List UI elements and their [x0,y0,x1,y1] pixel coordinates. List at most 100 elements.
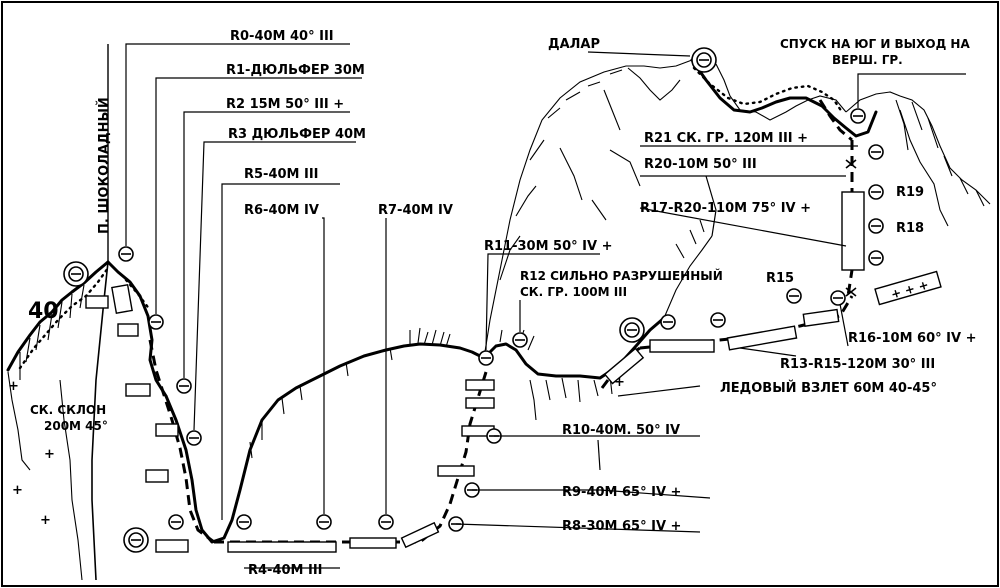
r21-label: R21 СК. ГР. 120М III + [644,131,808,146]
descent-dashed-route-left [148,339,215,544]
right-rock-hatching [895,99,985,227]
svg-text:+: + [12,483,23,498]
dalar-center-descent [663,219,713,319]
r20-station-icon [868,144,884,160]
r4-rope-box-1 [227,541,337,553]
left-peak-profile [6,260,110,372]
r4-label: R4-40М III [248,563,323,578]
slope-label-line2: 200М 45° [44,419,108,433]
ice-climb-label: ЛЕДОВЫЙ ВЗЛЕТ 60М 40-45° [720,380,937,396]
r7-label: R7-40М IV [378,203,453,218]
main-ridge-center [164,342,486,544]
number-40-label: 40 [28,299,59,324]
r1-rope-box [111,283,133,315]
shokoladny-right-slope [106,260,168,398]
bottom-traverse-route [214,371,488,544]
r5-rope-box-2 [145,469,169,483]
r3-station-icon [186,430,202,446]
r13-r15-label: R13-R15-120М 30° III [780,357,935,372]
r4-rope-box-3 [400,521,440,549]
station-symbols [118,108,884,532]
svg-text:+: + [40,513,51,528]
r2-label: R2 15М 50° III + [226,97,344,112]
r9-label: R9-40М 65° IV + [562,485,681,500]
dalar-right-contour [715,63,847,121]
r10-label: R10-40М. 50° IV [562,423,680,438]
r20-label: R20-10М 50° III [644,157,757,172]
r13-station-icon [660,314,676,330]
r17-r20-label: R17-R20-110М 75° IV + [640,201,811,216]
dalar-summit-icon [691,47,717,73]
r19-station-icon [868,184,884,200]
r4-rope-box-2 [349,537,397,549]
r14-rope-box [726,325,798,351]
r4-station-icon [168,514,184,530]
r15-rope-box [802,308,840,327]
dalar-face-hatching [499,67,681,281]
r15-label: R15 [766,271,794,286]
r5-label: R5-40М III [244,167,319,182]
svg-text:+: + [614,375,625,390]
ridge-center-hatching [249,327,451,459]
r4-start-box [155,539,189,553]
snow-crosses: + + + + + [8,375,625,528]
r5-rope-box-1 [155,423,179,437]
svg-text:+: + [44,447,55,462]
r16-rope-box [874,270,942,306]
r0-station-icon [118,246,134,262]
r5-station-icon [236,514,252,530]
r18-label: R18 [896,221,924,236]
r2-rope-box [117,323,139,337]
dalar-ridge [482,316,666,380]
right-rock-contour [845,91,991,205]
r1-label: R1-ДЮЛЬФЕР 30М [226,63,365,78]
r16-label: R16-10М 60° IV + [848,331,976,346]
r12-label-line2: СК. ГР. 100М III [520,285,627,299]
r11-rope-box-1 [465,397,495,409]
dalar-summit-ridge [690,58,878,138]
left-peak-dotted-route [18,266,152,370]
r0-label: R0-40М 40° III [230,29,334,44]
left-peak-right-face [91,261,109,581]
r11-station-icon [478,350,494,366]
r9-rope-box [437,465,475,477]
r19-label: R19 [896,185,924,200]
dalar-left-face [483,55,705,359]
r11-rope-box-2 [465,379,495,391]
left-peak-left-contour [59,379,83,581]
r12-station-icon [512,332,528,348]
descent-note-line1: СПУСК НА ЮГ И ВЫХОД НА [780,37,970,51]
r14-station-icon [710,312,726,328]
ice-rope-box [603,347,645,385]
valley-camp-icon [123,527,149,553]
r16-station-icon [830,290,846,306]
r17-station-icon [868,250,884,266]
r17-r20-rope-box [841,191,865,271]
dalar-summit-descent-route [818,99,853,142]
descent-note-line2: ВЕРШ. ГР. [832,53,903,67]
ice-start-icon [619,317,645,343]
r2-station-icon [176,378,192,394]
r6-label: R6-40М IV [244,203,319,218]
shokoladny-summit-icon [63,261,89,287]
r8-label: R8-30М 65° IV + [562,519,681,534]
r1-station-icon [148,314,164,330]
r3-label: R3 ДЮЛЬФЕР 40М [228,127,366,142]
r7-station-icon [378,514,394,530]
r21-station-icon [850,108,866,124]
r6-station-icon [316,514,332,530]
r13-rope-box [649,339,715,353]
slope-label-line1: СК. СКЛОН [30,403,106,417]
r18-station-icon [868,218,884,234]
r0-rope-box [85,295,109,309]
dalar-summit-dotted-route [692,66,844,114]
r12-label-line1: R12 СИЛЬНО РАЗРУШЕННЫЙ [520,268,723,283]
r3-rope-box [125,383,151,397]
r20-piton-mark [845,159,857,297]
leader-lines [125,43,966,569]
summit-markers [63,47,717,553]
shokoladny-peak-label: П. ШОКОЛАДНЫЙ [96,97,112,234]
